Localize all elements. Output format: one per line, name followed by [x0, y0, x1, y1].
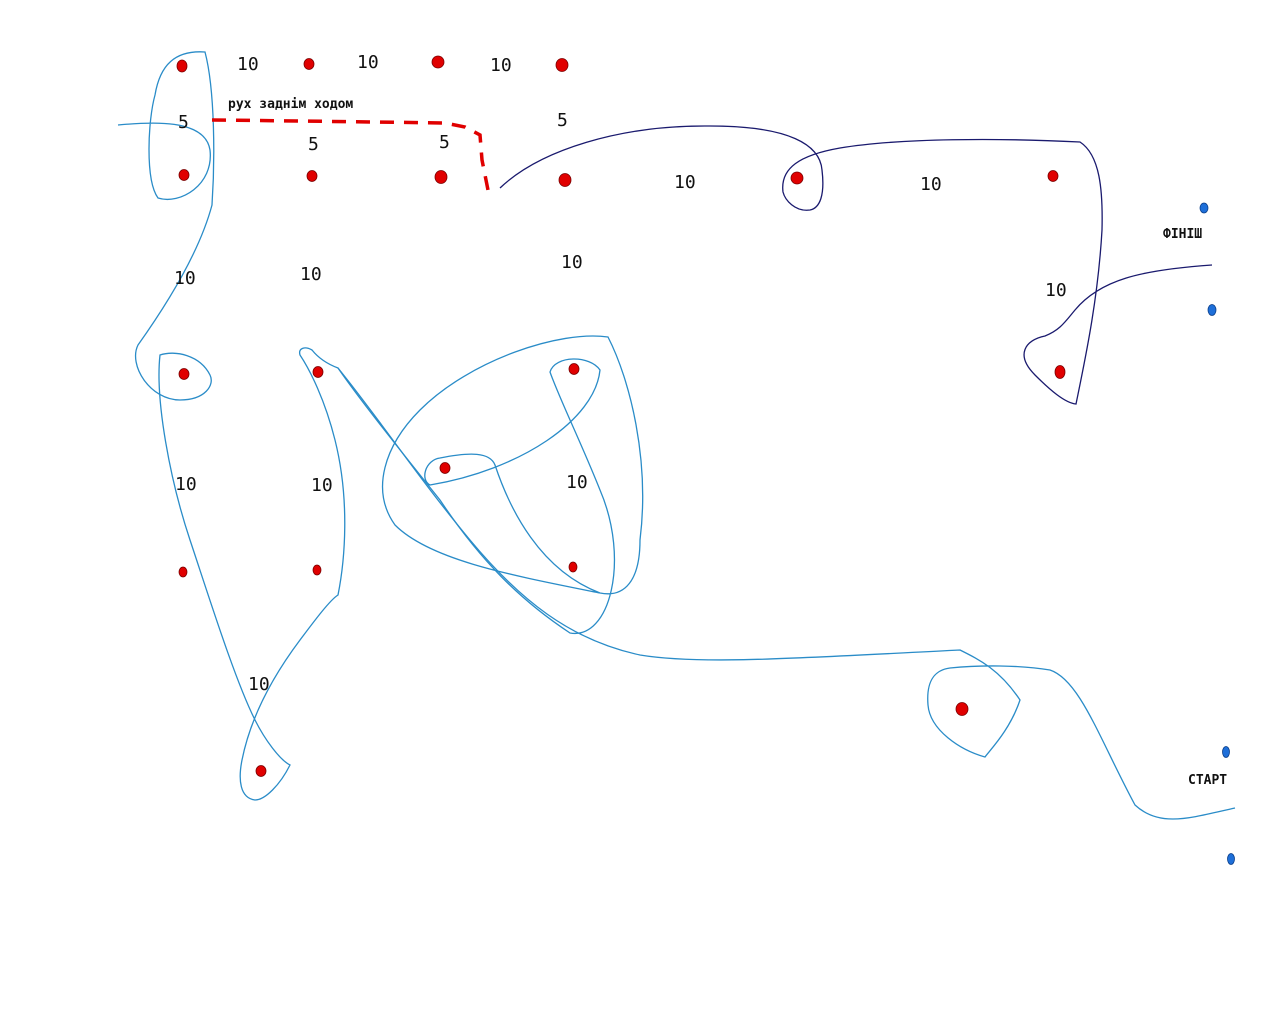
cone-markers: [176, 55, 1066, 777]
cone-marker: [1054, 365, 1066, 379]
distance-label: 10: [174, 268, 196, 289]
finish-label: ФІНІШ: [1163, 227, 1202, 242]
cone-marker: [312, 564, 322, 576]
distance-label: 5: [557, 110, 568, 131]
cone-marker: [439, 462, 451, 474]
cone-marker: [555, 58, 569, 72]
reverse-path-dashed: [211, 118, 490, 191]
distance-label: 10: [357, 52, 379, 73]
cone-marker: [558, 173, 572, 187]
finish-gate-marker: [1199, 202, 1209, 214]
cone-marker: [176, 59, 188, 73]
cone-marker: [568, 561, 578, 573]
gate-markers: [1199, 202, 1235, 865]
distance-label: 5: [439, 132, 450, 153]
cone-marker: [178, 368, 190, 380]
distance-label: 10: [248, 674, 270, 695]
cone-marker: [303, 58, 315, 70]
cone-marker: [434, 170, 448, 184]
cone-marker: [431, 55, 445, 69]
route-loop-center: [337, 335, 644, 634]
cone-marker: [1047, 170, 1059, 182]
route-loop-top-left: [117, 51, 1236, 820]
cone-marker: [955, 702, 969, 716]
start-label: СТАРТ: [1188, 773, 1227, 788]
distance-label: 10: [490, 55, 512, 76]
distance-label: 10: [311, 475, 333, 496]
distance-labels: 10 10 10 5 5 5 5 10 10 10 10 10 10 10 10…: [174, 52, 1067, 695]
cone-marker: [255, 765, 267, 777]
distance-label: 10: [561, 252, 583, 273]
distance-label: 10: [1045, 280, 1067, 301]
cone-marker: [790, 171, 804, 185]
distance-label: 10: [237, 54, 259, 75]
route-path-dark: [499, 125, 1213, 405]
cone-marker: [178, 566, 188, 578]
cone-marker: [312, 366, 324, 378]
distance-label: 10: [566, 472, 588, 493]
cone-marker: [568, 363, 580, 375]
cone-marker: [306, 170, 318, 182]
route-arc-to-finish: [499, 125, 1213, 405]
start-gate-marker: [1222, 746, 1230, 758]
distance-label: 10: [674, 172, 696, 193]
route-path-light: [117, 51, 1236, 820]
distance-label: 10: [920, 174, 942, 195]
finish-gate-marker: [1207, 304, 1217, 316]
distance-label: 5: [178, 112, 189, 133]
start-gate-marker: [1227, 853, 1235, 865]
distance-label: 10: [300, 264, 322, 285]
distance-label: 10: [175, 474, 197, 495]
reverse-driving-note: рух заднім ходом: [228, 97, 353, 112]
distance-label: 5: [308, 134, 319, 155]
cone-marker: [178, 169, 190, 181]
